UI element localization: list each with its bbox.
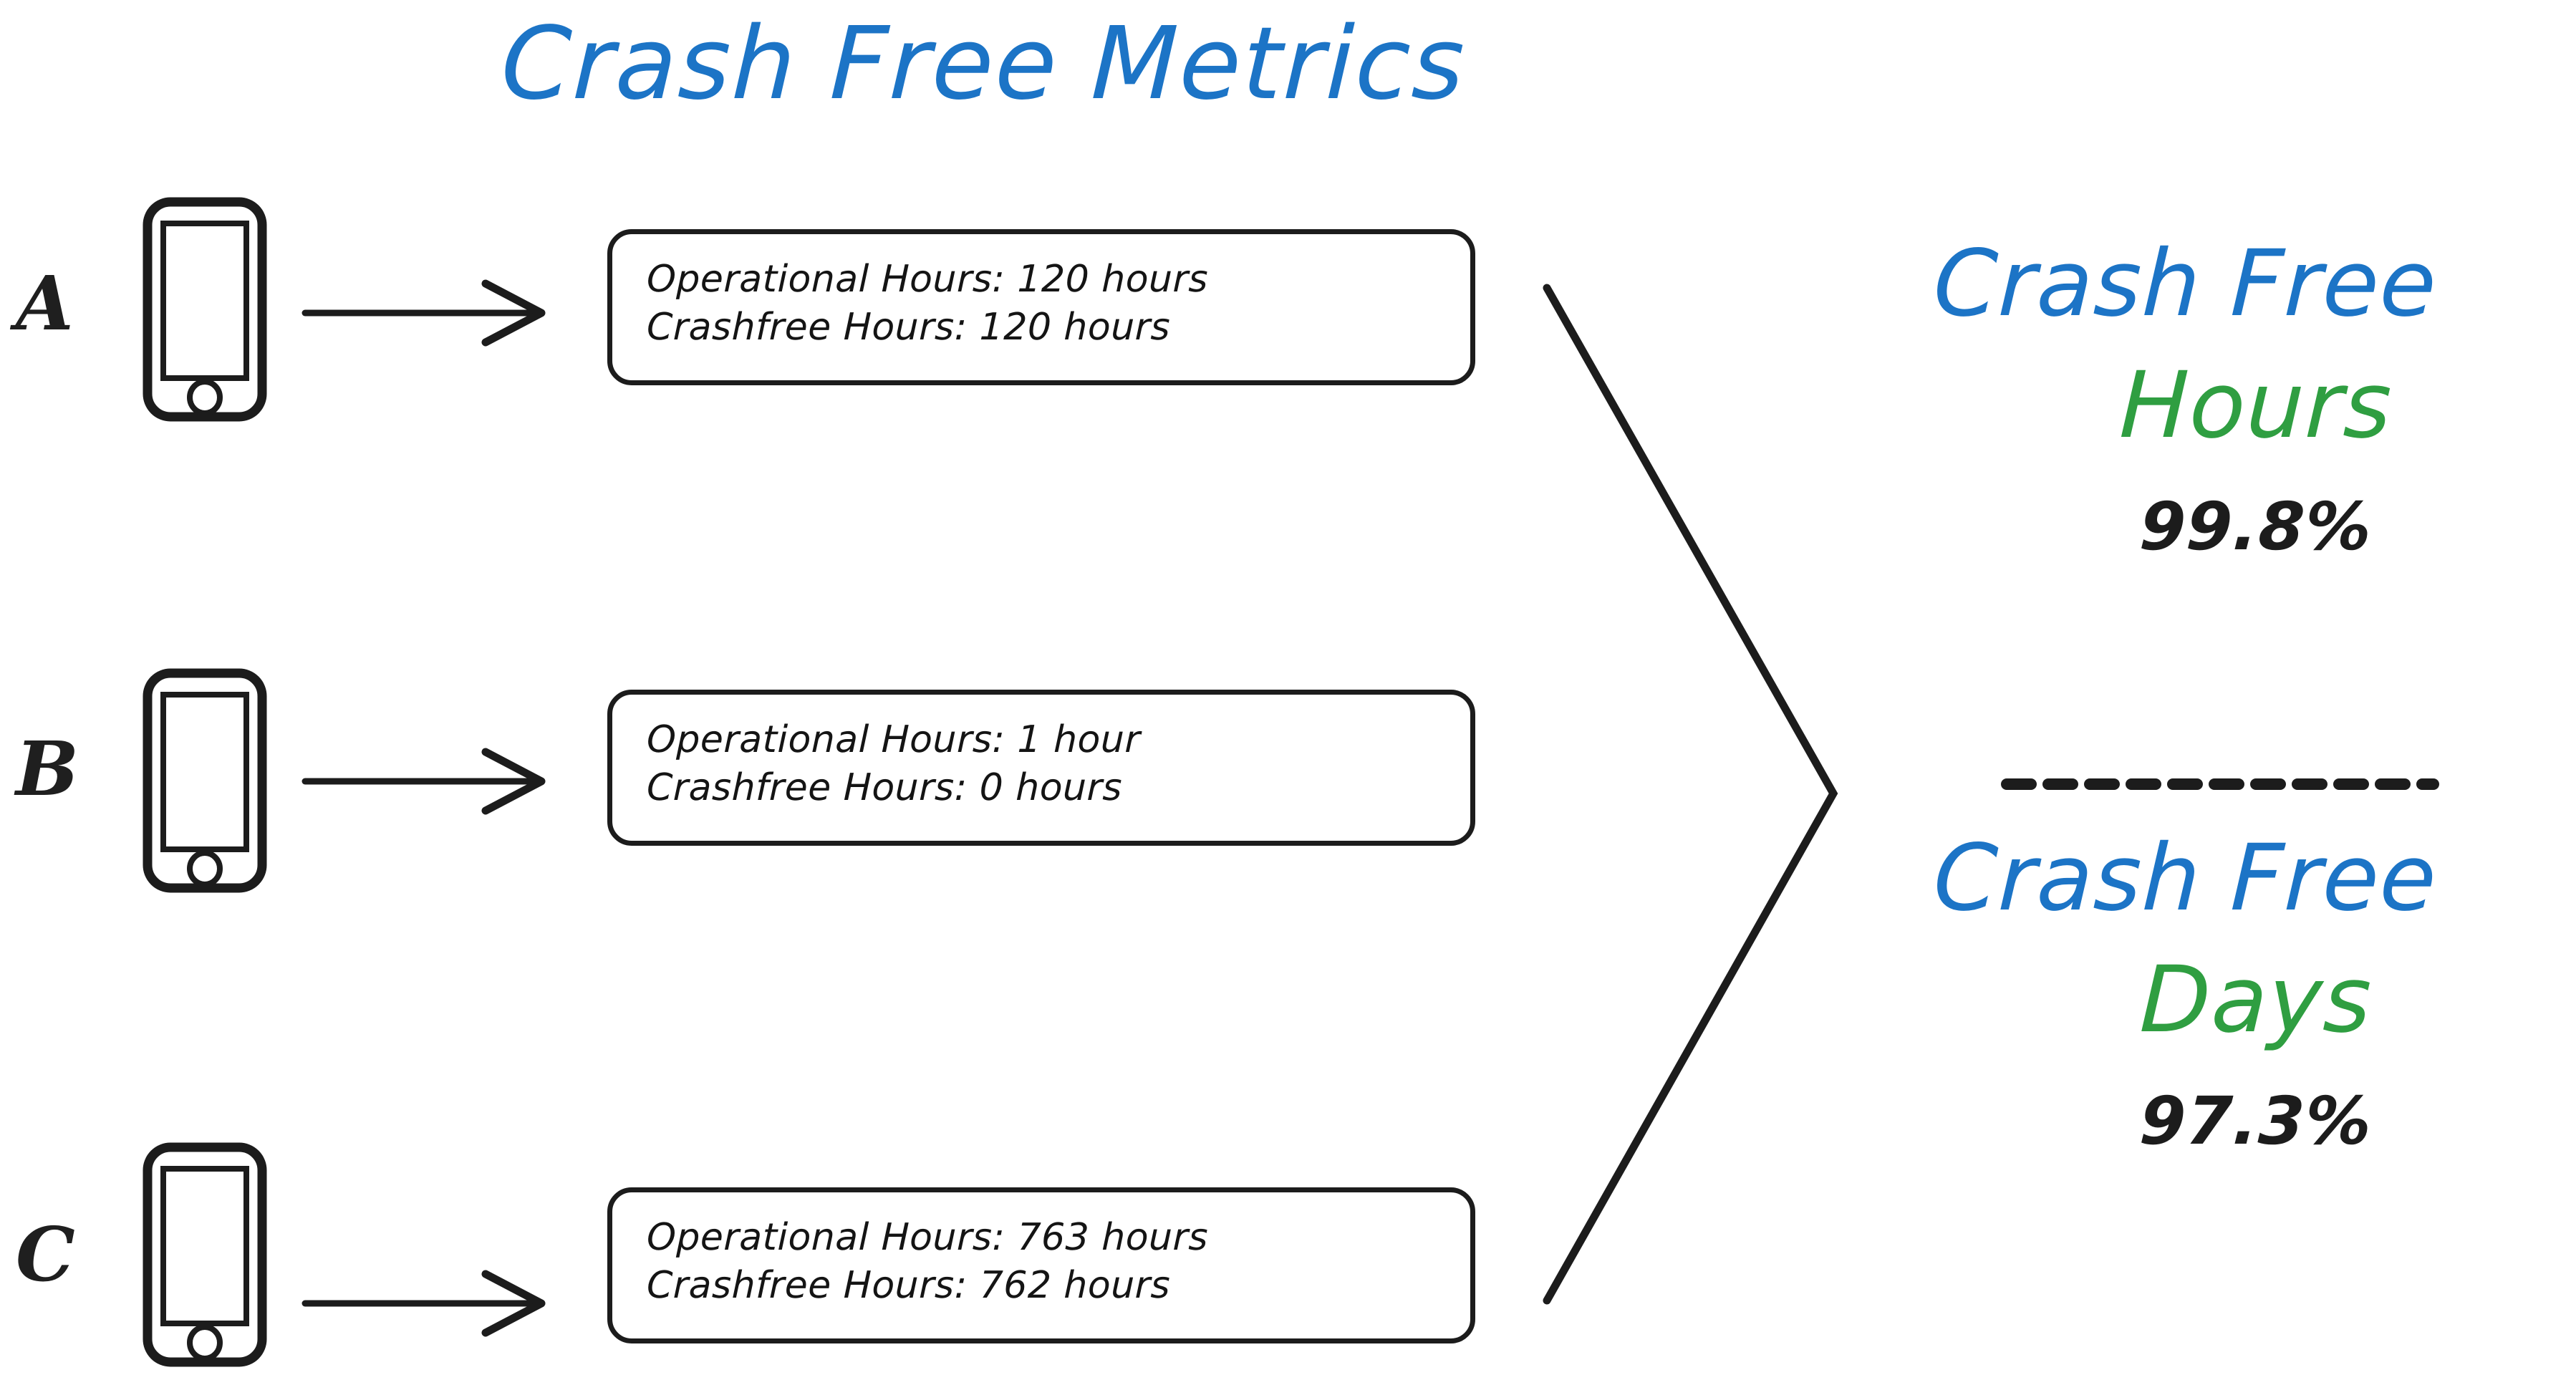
- device-label-c: C: [16, 1210, 75, 1298]
- summary-hours-heading: Crash Free: [1931, 231, 2439, 337]
- summary-days-heading: Crash Free: [1931, 825, 2439, 932]
- page-title: Crash Free Metrics: [499, 6, 1468, 122]
- summary-days-value: 97.3%: [2138, 1083, 2374, 1159]
- metric-operational-hours: Operational Hours: 1 hour: [646, 718, 1141, 761]
- summary-hours-unit: Hours: [2118, 352, 2394, 459]
- metric-operational-hours: Operational Hours: 763 hours: [646, 1216, 1209, 1259]
- metric-crashfree-hours: Crashfree Hours: 120 hours: [646, 305, 1171, 349]
- phone-icon: [140, 1140, 269, 1369]
- arrow-right-icon: [301, 742, 551, 821]
- dashed-divider-icon: [1998, 759, 2442, 809]
- metric-box-b: Operational Hours: 1 hour Crashfree Hour…: [607, 690, 1475, 846]
- device-label-b: B: [16, 725, 79, 813]
- metric-box-c: Operational Hours: 763 hours Crashfree H…: [607, 1187, 1475, 1343]
- metric-operational-hours: Operational Hours: 120 hours: [646, 258, 1209, 301]
- metric-box-a: Operational Hours: 120 hours Crashfree H…: [607, 229, 1475, 385]
- funnel-connector-icon: [1518, 272, 1862, 1318]
- phone-icon: [140, 666, 269, 895]
- metric-crashfree-hours: Crashfree Hours: 0 hours: [646, 766, 1123, 809]
- metric-crashfree-hours: Crashfree Hours: 762 hours: [646, 1263, 1171, 1307]
- summary-days-unit: Days: [2138, 947, 2374, 1053]
- summary-hours-value: 99.8%: [2138, 488, 2374, 565]
- device-label-a: A: [16, 259, 74, 347]
- phone-icon: [140, 195, 269, 424]
- arrow-right-icon: [301, 1264, 551, 1343]
- arrow-right-icon: [301, 274, 551, 352]
